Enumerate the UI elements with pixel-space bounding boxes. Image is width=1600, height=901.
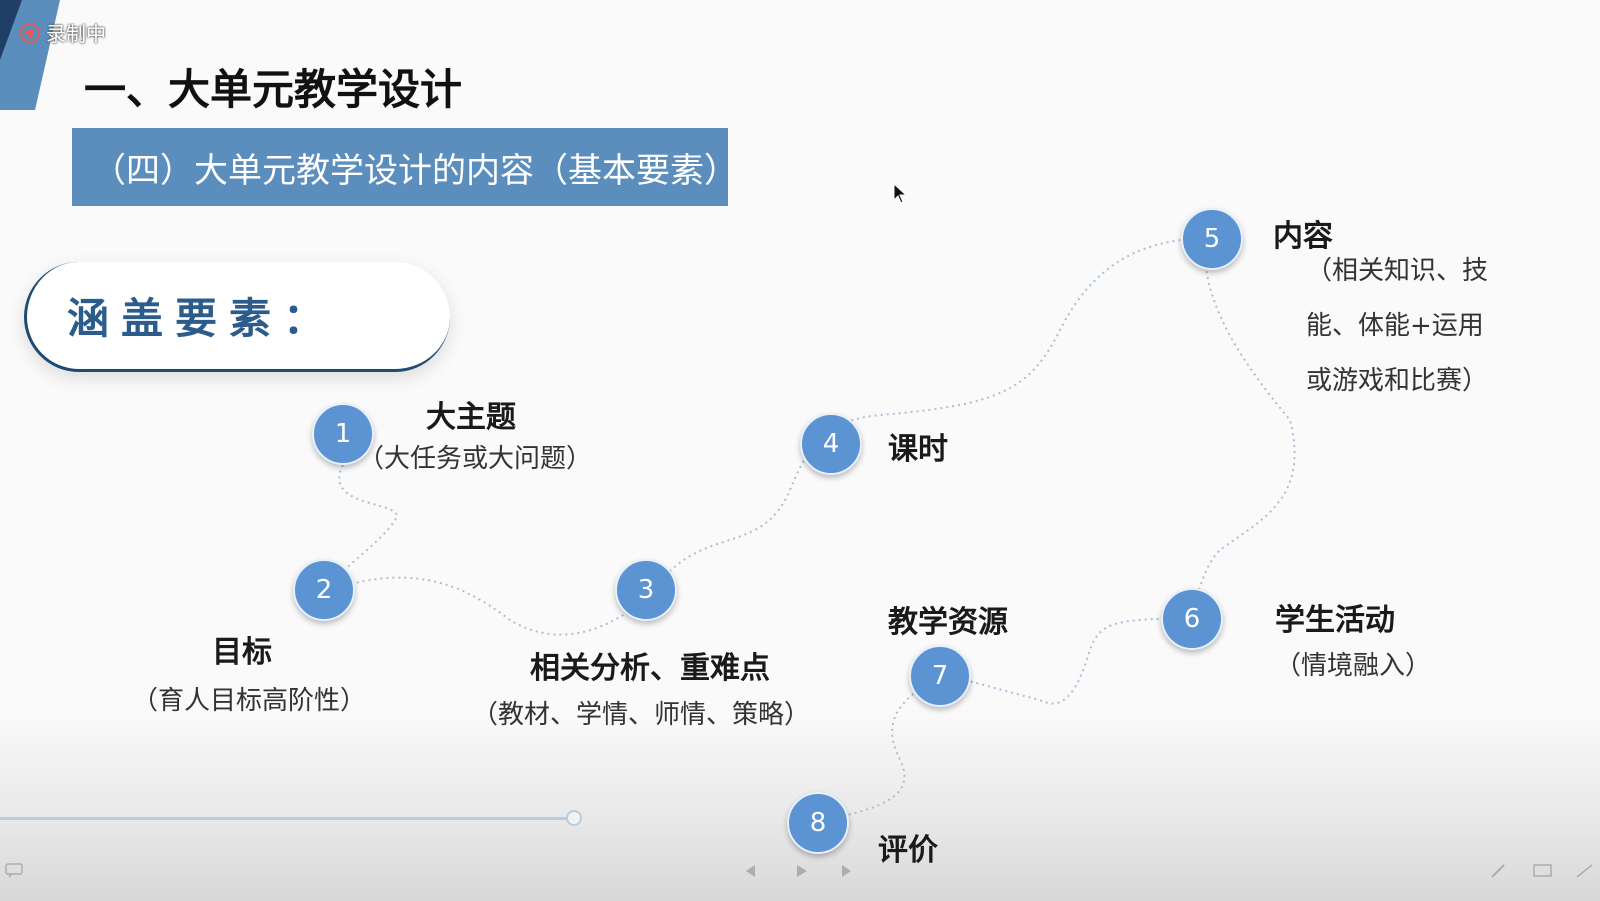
playback-progress-handle[interactable] <box>566 810 582 826</box>
step-sub-5-line-1: （相关知识、技 <box>1306 256 1489 286</box>
step-node-3: 3 <box>615 559 677 621</box>
previous-icon[interactable] <box>740 862 762 880</box>
chat-icon[interactable] <box>4 862 26 880</box>
step-sub-2: （育人目标高阶性） <box>132 686 367 716</box>
step-sub-5-line-3: 或游戏和比赛） <box>1306 366 1489 396</box>
corner-decoration <box>0 0 60 110</box>
step-node-4: 4 <box>800 413 862 475</box>
playback-progress-track[interactable] <box>0 817 574 820</box>
step-sub-3: （教材、学情、师情、策略） <box>472 700 811 730</box>
section-banner: （四）大单元教学设计的内容（基本要素） <box>72 128 738 206</box>
play-icon[interactable] <box>790 862 812 880</box>
recording-indicator: 录制中 <box>20 18 106 47</box>
step-title-7: 教学资源 <box>888 605 1008 640</box>
step-title-1: 大主题 <box>426 400 516 435</box>
step-sub-5: （相关知识、技 能、体能+运用 或游戏和比赛） <box>1306 244 1488 409</box>
step-sub-6: （情境融入） <box>1275 651 1432 681</box>
step-title-3: 相关分析、重难点 <box>530 651 770 686</box>
step-node-8: 8 <box>787 792 849 854</box>
step-sub-5-line-2: 能、体能+运用 <box>1306 311 1484 341</box>
step-node-5: 5 <box>1181 208 1243 270</box>
step-title-2: 目标 <box>212 635 272 670</box>
step-title-4: 课时 <box>888 432 948 467</box>
step-node-6: 6 <box>1161 588 1223 650</box>
pen-icon[interactable] <box>1488 862 1510 880</box>
step-node-7: 7 <box>909 645 971 707</box>
mouse-cursor-icon <box>893 183 908 204</box>
recording-label: 录制中 <box>46 22 106 46</box>
step-node-2: 2 <box>293 559 355 621</box>
cover-elements-label: 涵盖要素： <box>24 262 450 372</box>
screen-icon[interactable] <box>1532 862 1554 880</box>
slide-title: 一、大单元教学设计 <box>84 65 463 114</box>
step-sub-1: （大任务或大问题） <box>358 444 593 474</box>
step-title-5: 内容 <box>1273 219 1333 254</box>
record-icon <box>20 22 40 43</box>
expand-icon[interactable] <box>1574 862 1596 880</box>
step-node-1: 1 <box>312 403 374 465</box>
next-icon[interactable] <box>835 862 857 880</box>
step-title-6: 学生活动 <box>1275 603 1395 638</box>
step-title-8: 评价 <box>878 833 938 868</box>
